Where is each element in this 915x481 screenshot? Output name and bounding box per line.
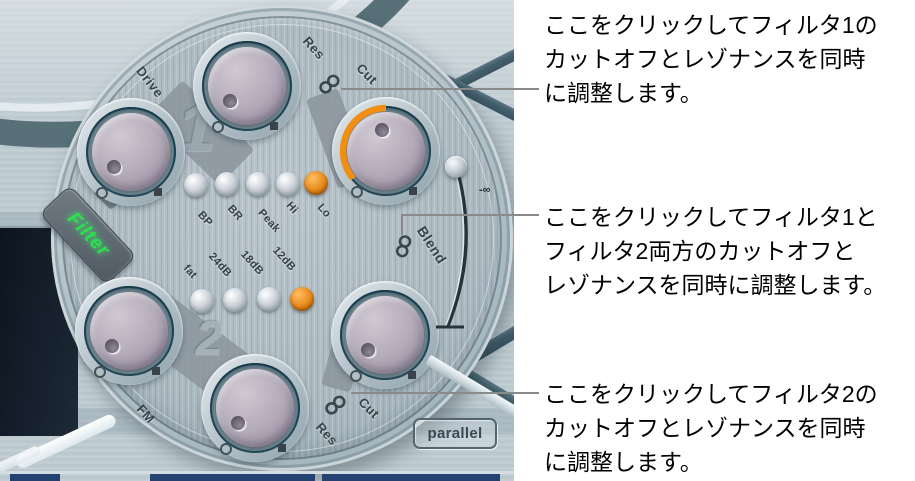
knob-max-marker: [152, 367, 160, 375]
callout-text-filter2: ここをクリックしてフィルタ2の カットオフとレゾナンスを同時 に調整します。: [544, 377, 915, 479]
knob-indicator: [107, 160, 121, 174]
filter1-cutres-link-icon[interactable]: [314, 70, 347, 103]
knob-min-marker: [351, 186, 363, 198]
callout-line-filter2: [351, 392, 539, 394]
callout-text-line: レゾナンスを同時に調整します。: [544, 272, 887, 298]
filter-panel-screenshot: 1 2 Filter: [0, 0, 514, 481]
filter-slope-button-12db[interactable]: [290, 287, 314, 311]
cutoff1-value-arc: [339, 104, 387, 181]
bottom-edge-strip: [150, 474, 315, 481]
knob-min-marker: [350, 370, 362, 382]
filter-slope-button-18db[interactable]: [257, 287, 281, 311]
cut2-knob[interactable]: [322, 272, 448, 398]
blend-link-icon[interactable]: [392, 232, 419, 263]
knob-max-marker: [408, 371, 416, 379]
knob-face: [90, 292, 168, 370]
callout-text-line: カットオフとレゾナンスを同時: [544, 415, 866, 441]
bottom-edge-line: [0, 471, 514, 474]
res2-knob[interactable]: [192, 345, 318, 471]
minus-infinity-label: -∞: [479, 184, 491, 196]
callout-line-blend-stub: [401, 214, 403, 235]
filter-type-button-br[interactable]: [215, 172, 239, 196]
callout-text-line: に調整します。: [544, 80, 703, 106]
knob-max-marker: [409, 187, 417, 195]
callout-text-line: ここをクリックしてフィルタ1の: [544, 12, 878, 38]
knob-indicator: [231, 416, 245, 430]
callout-text-filter1: ここをクリックしてフィルタ1の カットオフとレゾナンスを同時 に調整します。: [544, 8, 915, 110]
knob-max-marker: [278, 444, 286, 452]
bottom-edge-strip: [322, 474, 500, 481]
callout-text-line: に調整します。: [544, 449, 703, 475]
callout-text-line: ここをクリックしてフィルタ1と: [544, 204, 878, 230]
callout-text-line: フィルタ2両方のカットオフと: [544, 238, 856, 264]
filter-type-button-bp[interactable]: [184, 173, 208, 197]
knob-min-marker: [96, 187, 108, 199]
res1-knob[interactable]: [184, 23, 310, 149]
parallel-button[interactable]: parallel: [413, 418, 497, 449]
filter2-cutres-link-icon[interactable]: [320, 391, 353, 424]
knob-face: [208, 47, 286, 125]
knob-indicator: [105, 339, 119, 353]
callout-text-line: ここをクリックしてフィルタ2の: [544, 381, 878, 407]
knob-face: [92, 113, 170, 191]
callout-text-blend: ここをクリックしてフィルタ1と フィルタ2両方のカットオフと レゾナンスを同時に…: [544, 200, 915, 302]
callout-line-filter1: [341, 88, 539, 90]
filter-slope-button-24db[interactable]: [223, 288, 247, 312]
filter-type-button-lo[interactable]: [304, 171, 328, 195]
knob-min-marker: [212, 121, 224, 133]
parallel-button-label: parallel: [427, 425, 483, 442]
filter-type-button-peak[interactable]: [246, 172, 270, 196]
knob-max-marker: [154, 188, 162, 196]
blend-slider-handle[interactable]: [445, 156, 467, 178]
filter-type-button-hi[interactable]: [276, 172, 300, 196]
callout-line-blend: [401, 214, 539, 216]
knob-face: [346, 296, 424, 374]
annotation-background: [514, 0, 915, 481]
drive-knob[interactable]: [68, 89, 194, 215]
blend-slider-track[interactable]: [430, 150, 514, 345]
knob-indicator: [375, 123, 389, 137]
fm-knob[interactable]: [66, 268, 192, 394]
knob-min-marker: [220, 443, 232, 455]
knob-indicator: [223, 94, 237, 108]
knob-min-marker: [94, 366, 106, 378]
callout-text-line: カットオフとレゾナンスを同時: [544, 46, 866, 72]
filter2-numeral: 2: [195, 312, 223, 366]
filter-dial: 1 2 Filter: [39, 5, 514, 471]
knob-max-marker: [270, 122, 278, 130]
filter-slope-button-fat[interactable]: [190, 289, 214, 313]
knob-face: [216, 369, 294, 447]
bottom-edge-strip: [10, 474, 60, 481]
knob-indicator: [361, 343, 375, 357]
